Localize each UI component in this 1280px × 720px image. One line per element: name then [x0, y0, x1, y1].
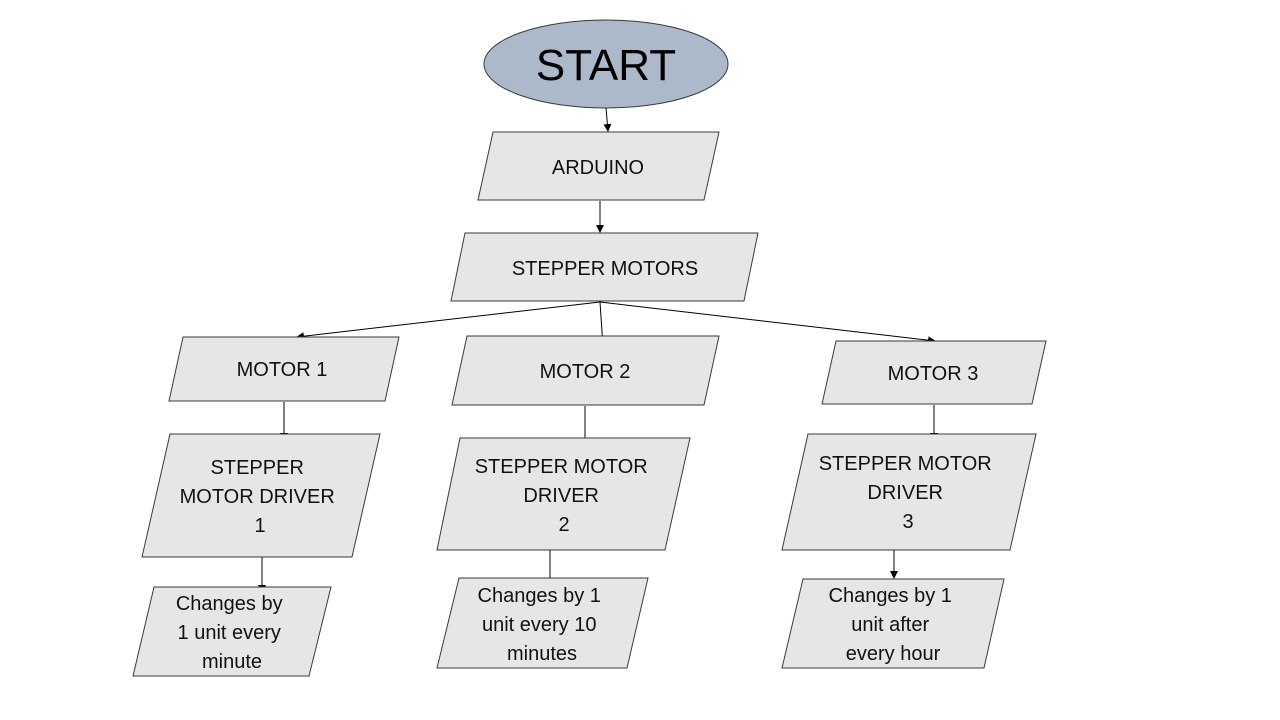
node-driver-3-shape: [781, 433, 1037, 551]
node-stepper-motors: STEPPER MOTORS: [450, 232, 759, 302]
node-driver-1-shape: [141, 433, 381, 558]
node-driver-1-line-1: STEPPER: [211, 457, 304, 479]
node-changes-3-line-2: unit after: [851, 614, 929, 636]
node-changes-1-shape: [132, 586, 332, 677]
node-stepper-motors-shape: [450, 232, 759, 302]
node-motor-3: MOTOR 3: [821, 340, 1047, 405]
start-node: START: [483, 19, 729, 109]
node-driver-2: STEPPER MOTOR DRIVER 2: [436, 437, 691, 551]
node-motor-3-line-1: MOTOR 3: [888, 363, 979, 385]
node-stepper-motors-line-1: STEPPER MOTORS: [512, 258, 698, 280]
node-changes-2-line-3: minutes: [507, 643, 577, 665]
node-driver-3-line-3: 3: [902, 511, 913, 533]
node-changes-1-line-3: minute: [202, 651, 262, 673]
node-changes-3-line-1: Changes by 1: [829, 585, 952, 607]
node-changes-2: Changes by 1 unit every 10 minutes: [436, 577, 649, 669]
edge-stepper-motors-motor-3: [599, 301, 936, 345]
node-changes-3-line-3: every hour: [846, 643, 941, 665]
node-changes-1-line-2: 1 unit every: [178, 622, 281, 644]
node-motor-1-shape: [168, 336, 400, 402]
node-driver-2-shape: [436, 437, 691, 551]
node-motor-2-label: MOTOR 2: [540, 361, 631, 383]
node-driver-3-line-1: STEPPER MOTOR: [819, 453, 992, 475]
node-arduino-label: ARDUINO: [552, 157, 644, 179]
node-driver-3-label: STEPPER MOTOR DRIVER 3: [819, 453, 998, 533]
node-changes-1-line-1: Changes by: [176, 593, 283, 615]
node-motor-3-shape: [821, 340, 1047, 405]
node-driver-1: STEPPER MOTOR DRIVER 1: [141, 433, 381, 558]
node-stepper-motors-label: STEPPER MOTORS: [512, 258, 698, 280]
node-arduino-line-1: ARDUINO: [552, 157, 644, 179]
node-driver-2-label: STEPPER MOTOR DRIVER 2: [475, 456, 654, 536]
node-motor-1: MOTOR 1: [168, 336, 400, 402]
node-changes-2-line-2: unit every 10: [482, 614, 597, 636]
node-changes-3-label: Changes by 1 unit after every hour: [829, 585, 958, 665]
node-changes-1-label: Changes by 1 unit every minute: [176, 593, 288, 673]
node-driver-2-line-1: STEPPER MOTOR: [475, 456, 648, 478]
node-motor-2-shape: [451, 335, 720, 406]
node-motor-3-label: MOTOR 3: [888, 363, 979, 385]
node-changes-2-label: Changes by 1 unit every 10 minutes: [478, 585, 607, 665]
edge-start-arduino: [603, 107, 612, 132]
node-driver-1-line-2: MOTOR DRIVER: [180, 486, 335, 508]
node-driver-2-line-2: DRIVER: [523, 485, 599, 507]
node-changes-2-line-1: Changes by 1: [478, 585, 601, 607]
node-motor-2: MOTOR 2: [451, 335, 720, 406]
node-driver-1-line-3: 1: [254, 515, 265, 537]
node-changes-3-shape: [781, 578, 1005, 669]
node-arduino-shape: [477, 131, 720, 201]
start-oval: [483, 19, 729, 109]
start-label: START: [536, 41, 676, 90]
node-changes-1: Changes by 1 unit every minute: [132, 586, 332, 677]
node-motor-1-line-1: MOTOR 1: [237, 359, 328, 381]
node-driver-3: STEPPER MOTOR DRIVER 3: [781, 433, 1037, 551]
node-changes-2-shape: [436, 577, 649, 669]
node-arduino: ARDUINO: [477, 131, 720, 201]
node-driver-2-line-3: 2: [558, 514, 569, 536]
edge-stepper-motors-motor-1: [296, 301, 601, 341]
node-motor-1-label: MOTOR 1: [237, 359, 328, 381]
node-motor-2-line-1: MOTOR 2: [540, 361, 631, 383]
node-driver-1-label: STEPPER MOTOR DRIVER 1: [180, 457, 341, 537]
node-changes-3: Changes by 1 unit after every hour: [781, 578, 1005, 669]
node-driver-3-line-2: DRIVER: [867, 482, 943, 504]
